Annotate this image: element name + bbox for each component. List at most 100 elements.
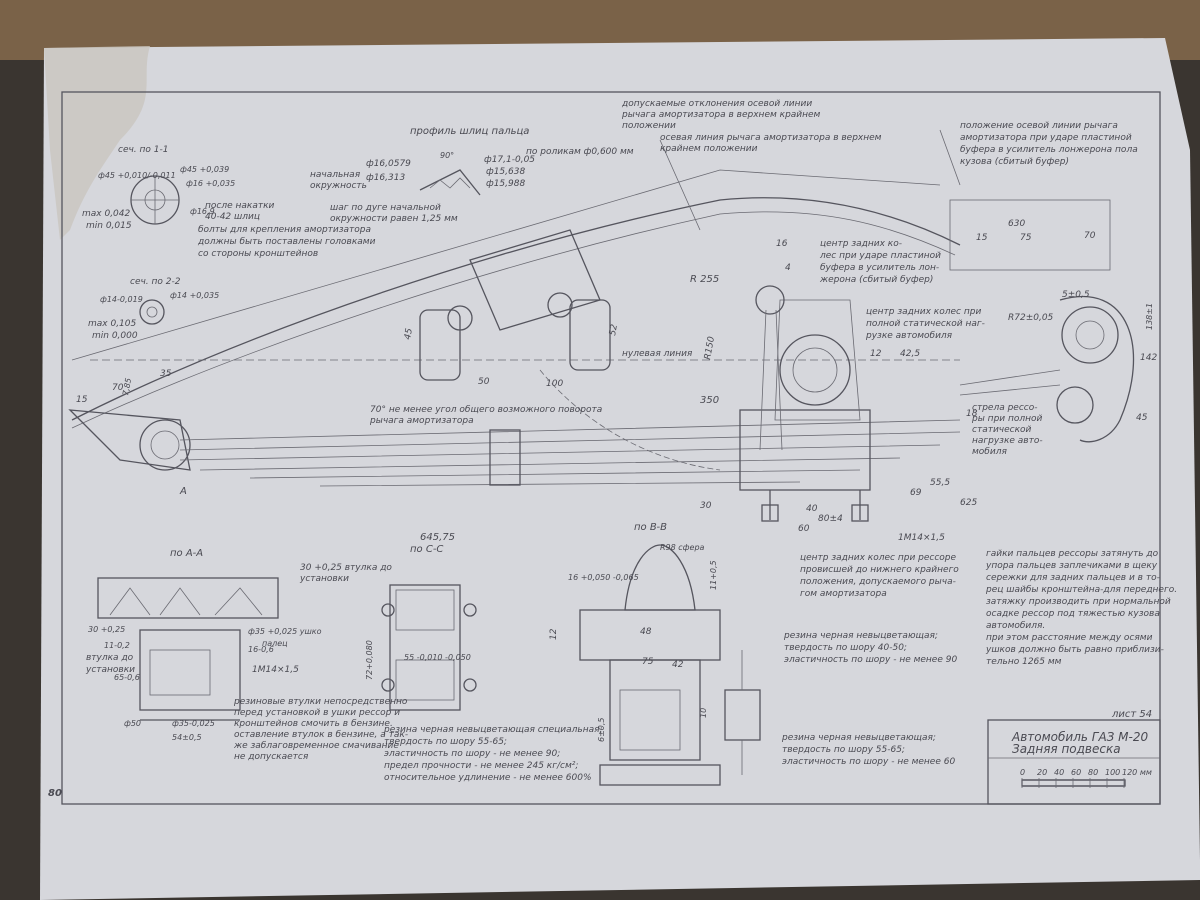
- spline-d-c: ф17,1-0,05: [484, 155, 535, 165]
- section11-title: сеч. по 1-1: [118, 145, 168, 155]
- right-note-line-8: при этом расстояние между осями: [986, 633, 1153, 643]
- spring-leaves: [179, 419, 961, 487]
- section11-after-knurl-line-1: после накатки: [205, 201, 275, 211]
- bb-view-d16: 16 +0,050 -0,065: [568, 573, 639, 582]
- scale-tick-label: 20: [1037, 768, 1047, 777]
- spline-d-d: ф15,638: [486, 167, 525, 177]
- bb-view-rubber1-line-2: твердость по шору 40-50;: [784, 643, 907, 653]
- main-notes-spring-arrow-line-4: нагрузке авто-: [972, 436, 1043, 446]
- aa-view-rubber-note-line-4: оставление втулок в бензине, а так-: [234, 730, 408, 740]
- aa-view-finger: палец: [262, 639, 288, 648]
- spline-d-b: ф16,313: [366, 173, 405, 183]
- dims-d45: 45: [403, 327, 415, 340]
- dims-d60: 60: [798, 524, 810, 534]
- main-notes-wheel-center-buffer-line-1: центр задних ко-: [820, 239, 902, 249]
- main-notes-wheel-center-static-line-3: рузке автомобиля: [865, 331, 953, 341]
- dims-d69: 69: [910, 488, 922, 498]
- section11-d1: ф45 +0,010/-0,011: [98, 171, 176, 180]
- main-notes-wheel-center-static-line-1: центр задних колес при: [866, 307, 981, 317]
- aa-view-rubber-note-line-6: не допускается: [234, 752, 309, 762]
- front-bracket: [68, 409, 191, 471]
- scale-tick-label: 40: [1054, 768, 1064, 777]
- main-notes-wheel-center-static-line-2: полной статической наг-: [866, 319, 985, 329]
- dims-d12: 12: [870, 349, 882, 359]
- cc-view-sleeve-line-2: установки: [299, 574, 349, 584]
- main-notes-spring-arrow-line-3: статической: [972, 425, 1032, 435]
- axle-housing: [779, 334, 851, 406]
- dims-d1381: 138±1: [1145, 303, 1154, 330]
- bb-view-d10: 10: [699, 708, 708, 718]
- aa-view-sleeve-line-2: установки: [85, 665, 135, 675]
- top-notes-axis-deviation-line-3: положении: [622, 121, 676, 131]
- main-notes-spring-arrow-line-2: ры при полной: [971, 414, 1043, 424]
- right-note-line-6: осадке рессор под тяжестью кузова: [986, 609, 1160, 619]
- cc-view-rubber-line-3: эластичность по шору - не менее 90;: [384, 749, 560, 759]
- spline-pitch-line-1: шаг по дуге начальной: [330, 203, 441, 213]
- shock-body: [419, 309, 461, 381]
- dims-d785: 7,85: [121, 377, 133, 396]
- dims-d64575: 645,75: [420, 532, 455, 543]
- paper-stain: [44, 46, 150, 240]
- aa-view-tm: 1М14×1,5: [252, 665, 299, 675]
- bb-view-rubber1-line-1: резина черная невыцветающая;: [783, 631, 938, 641]
- axle-pad: [739, 409, 871, 491]
- dims-d70: 70: [1084, 231, 1096, 241]
- bolts-note-line-1: болты для крепления амортизатора: [198, 225, 371, 235]
- top-notes-axis-deviation-line-1: допускаемые отклонения осевой линии: [621, 99, 812, 109]
- top-notes-axis-buffer-line-4: кузова (сбитый буфер): [960, 157, 1069, 167]
- front-eye: [139, 419, 191, 471]
- top-notes-axis-deviation-line-2: рычага амортизатора в верхнем крайнем: [621, 110, 821, 120]
- spline-title: профиль шлиц пальца: [410, 126, 529, 137]
- main-notes-angle-note-line-2: рычага амортизатора: [369, 416, 474, 426]
- sheet-label: лист 54: [1111, 709, 1152, 720]
- sections-bb: по B-B: [634, 522, 667, 533]
- bolts-note-line-3: со стороны кронштейнов: [198, 249, 318, 259]
- spring-clamp: [489, 429, 521, 486]
- scale-tick-label: 120 мм: [1122, 768, 1152, 777]
- main-notes-spring-arrow-line-1: стрела рессо-: [972, 403, 1037, 413]
- right-note-line-7: автомобиля.: [986, 621, 1045, 631]
- section11-d4: ф16,9: [190, 207, 215, 216]
- bb-view-rubber2-line-3: эластичность по шору - не менее 60: [782, 757, 955, 767]
- right-note-line-3: сережки для задних пальцев и в то-: [986, 573, 1160, 583]
- cc-view-rubber-line-1: резина черная невыцветающая специальная;: [383, 725, 603, 735]
- bb-view-d48: 48: [640, 627, 652, 637]
- aa-view-rubber-note-line-2: перед установкой в ушки рессор и: [234, 708, 400, 718]
- right-note-line-1: гайки пальцев рессоры затянуть до: [986, 549, 1159, 559]
- dims-d142: 142: [1140, 353, 1157, 363]
- spline-angle: 90°: [440, 151, 454, 160]
- rear-suspension-drawing: [68, 129, 1134, 522]
- spline-d-e: ф15,988: [486, 179, 525, 189]
- dims-d15b: 15: [76, 395, 88, 405]
- dims-dA: A: [179, 486, 187, 497]
- cc-view-d55: 55 -0,010 -0,050: [404, 653, 471, 662]
- section22-min: min 0,000: [92, 331, 138, 341]
- top-notes-axis-buffer-line-3: буфера в усилитель лонжерона пола: [960, 145, 1138, 155]
- scale-tick-label: 0: [1020, 768, 1025, 777]
- section-2-2: [139, 299, 165, 325]
- aa-view-d11: 11-0,2: [104, 641, 130, 650]
- drawing-frame: [61, 91, 1161, 805]
- dims-d100: 100: [546, 379, 563, 389]
- main-notes-wheel-center-sag-line-2: провисшей до нижнего крайнего: [800, 565, 959, 575]
- section11-min: min 0,015: [86, 221, 132, 231]
- aa-view-rubber-note-line-5: же заблаговременное смачивание: [233, 741, 399, 751]
- aa-view-d65: 65-0,6: [114, 673, 140, 682]
- spline-initial-line-2: окружность: [310, 181, 367, 191]
- aa-view-d54: 54±0,5: [172, 733, 202, 742]
- shock-absorber: [469, 229, 601, 331]
- rear-shackle-eye: [1061, 306, 1119, 364]
- aa-view-d30: 30 +0,25: [88, 625, 125, 634]
- cc-view-rubber-line-5: относительное удлинение - не менее 600%: [384, 773, 592, 783]
- right-note-line-5: затяжку производить при нормальной: [986, 597, 1171, 607]
- labels: допускаемые отклонения осевой линиирычаг…: [76, 99, 1177, 783]
- scale-tick-label: 100: [1105, 768, 1120, 777]
- main-notes-wheel-center-buffer-line-3: буфера в усилитель лон-: [820, 263, 939, 273]
- view-c-c: [381, 584, 477, 711]
- dims-d70b: 70: [112, 383, 124, 393]
- bb-view-rubber2-line-2: твердость по шору 55-65;: [782, 745, 905, 755]
- right-note-line-10: тельно 1265 мм: [986, 657, 1062, 667]
